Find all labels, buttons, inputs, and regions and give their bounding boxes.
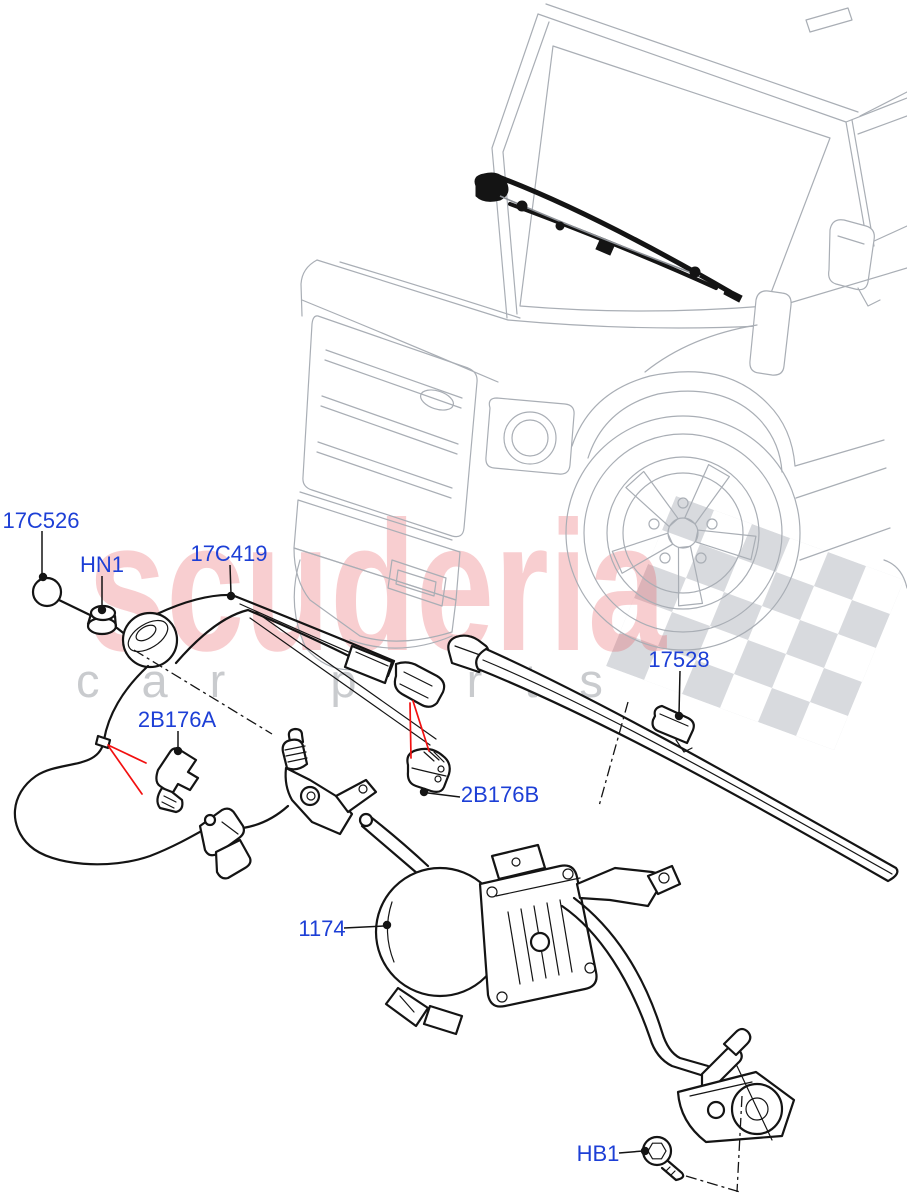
- spindle-nut-part: [57, 598, 133, 641]
- label-17C419[interactable]: 17C419: [190, 541, 267, 566]
- pivot-cap-part: [31, 576, 63, 608]
- front-wheel: [565, 415, 801, 651]
- label-2B176B[interactable]: 2B176B: [461, 782, 539, 807]
- checkered-flag-watermark: [606, 496, 904, 750]
- label-2B176A[interactable]: 2B176A: [138, 707, 217, 732]
- red-pointer-lines: [107, 700, 430, 795]
- parts-drawing: [13, 576, 899, 1182]
- construction-lines: [133, 649, 743, 1193]
- part-labels: 17C526 HN1 17C419 17528 2B176A 2B176B 11…: [2, 508, 709, 1166]
- wiper-blade-part: [447, 634, 899, 883]
- bolt-part: [641, 1135, 685, 1182]
- label-HB1[interactable]: HB1: [577, 1141, 620, 1166]
- vehicle-outline: [293, 3, 907, 671]
- brand-badge: [419, 389, 455, 411]
- label-17C526[interactable]: 17C526: [2, 508, 79, 533]
- label-HN1[interactable]: HN1: [80, 552, 124, 577]
- linkage-spindle: [281, 727, 378, 836]
- wiper-arm-part: [121, 593, 446, 746]
- vehicle-wiper-highlight: [474, 172, 743, 303]
- label-1174[interactable]: 1174: [298, 916, 345, 941]
- fender-vent: [749, 290, 792, 376]
- hose-clip-part: [155, 747, 200, 814]
- label-17528[interactable]: 17528: [648, 647, 709, 672]
- wiper-motor-assembly: [358, 812, 796, 1144]
- linkage-pivot: [676, 1027, 796, 1144]
- leader-lines: [38, 531, 684, 1156]
- wiring-connector: [198, 804, 290, 880]
- headlight: [485, 397, 575, 475]
- arm-cap-part: [406, 747, 451, 793]
